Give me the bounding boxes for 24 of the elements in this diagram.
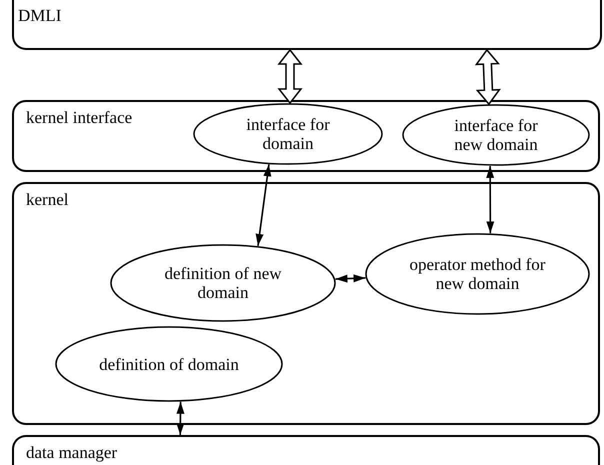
node-label: interface for domain [245, 115, 331, 153]
arrow [335, 274, 366, 283]
layer-box [12, 100, 600, 172]
ellipse-node [193, 103, 383, 165]
ellipse-node [110, 244, 336, 322]
node-label: data manager [26, 443, 118, 463]
double-arrow [277, 48, 303, 104]
node-label: DMLI [18, 6, 62, 26]
node-label: operator method for new domain [408, 255, 546, 293]
arrow [256, 164, 272, 246]
node-label: kernel [26, 190, 68, 210]
arrow [176, 402, 184, 435]
arrow [486, 166, 494, 234]
ellipse-node [402, 104, 590, 166]
node-label: interface for new domain [453, 116, 539, 154]
ellipse-node [55, 326, 283, 402]
node-label: definition of domain [99, 354, 239, 374]
layer-box [12, 0, 602, 50]
layer-box [12, 182, 600, 425]
double-arrow [474, 48, 501, 106]
node-label: kernel interface [26, 108, 132, 128]
ellipse-node [365, 233, 590, 315]
layer-box [12, 435, 600, 465]
node-label: definition of new domain [163, 264, 283, 302]
